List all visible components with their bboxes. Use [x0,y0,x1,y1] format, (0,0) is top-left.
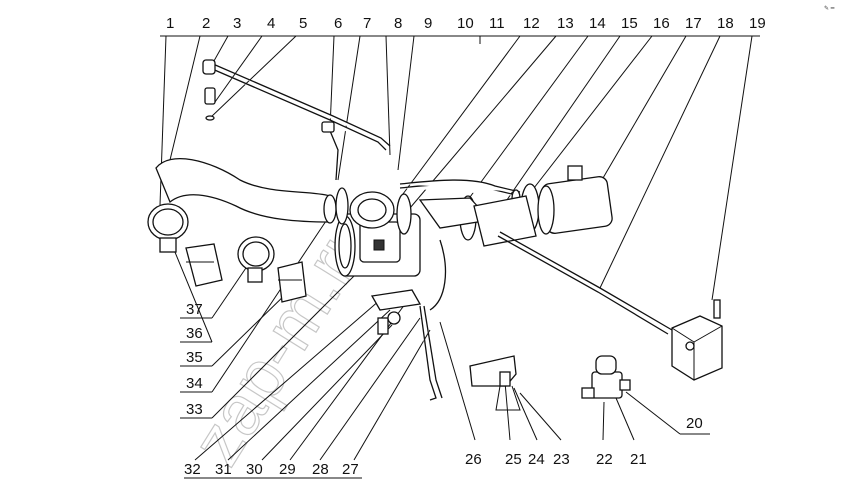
callout-label-25: 25 [505,451,522,468]
callout-label-23: 23 [553,451,570,468]
callout-label-7: 7 [363,15,371,32]
callout-label-5: 5 [299,15,307,32]
callout-label-22: 22 [596,451,613,468]
valve-body [591,371,623,399]
callout-label-6: 6 [334,15,342,32]
parts [147,59,723,411]
corner-mark: ✎ ━ [824,5,835,12]
callout-label-18: 18 [717,15,734,32]
callout-label-36: 36 [186,325,203,342]
bottom-labels: 32 31 30 29 28 27 [184,461,359,478]
left-labels: 37 36 35 34 33 [186,301,203,418]
callout-label-17: 17 [685,15,702,32]
callout-label-29: 29 [279,461,296,478]
callout-label-34: 34 [186,375,203,392]
callout-label-16: 16 [653,15,670,32]
callout-label-12: 12 [523,15,540,32]
pipe-top [209,67,387,151]
callout-label-28: 28 [312,461,329,478]
callout-label-10: 10 [457,15,474,32]
callout-label-19: 19 [749,15,766,32]
callout-label-14: 14 [589,15,606,32]
callout-label-13: 13 [557,15,574,32]
callout-label-21: 21 [630,451,647,468]
callout-label-8: 8 [394,15,402,32]
callout-label-26: 26 [465,451,482,468]
callout-label-30: 30 [246,461,263,478]
sensor-box [671,315,723,381]
callout-label-32: 32 [184,461,201,478]
callout-label-27: 27 [342,461,359,478]
callout-label-2: 2 [202,15,210,32]
bottom-right-labels: 26 25 24 23 22 21 [465,451,647,468]
callout-label-3: 3 [233,15,241,32]
callout-label-33: 33 [186,401,203,418]
callout-label-11: 11 [489,15,505,32]
leader-lines [159,35,760,479]
callout-label-1: 1 [166,15,174,32]
label-20: 20 [686,415,703,432]
callout-label-35: 35 [186,349,203,366]
callout-label-4: 4 [267,15,275,32]
callout-label-9: 9 [424,15,432,32]
callout-label-37: 37 [186,301,203,318]
callout-label-24: 24 [528,451,545,468]
callout-label-31: 31 [215,461,232,478]
callout-label-15: 15 [621,15,638,32]
